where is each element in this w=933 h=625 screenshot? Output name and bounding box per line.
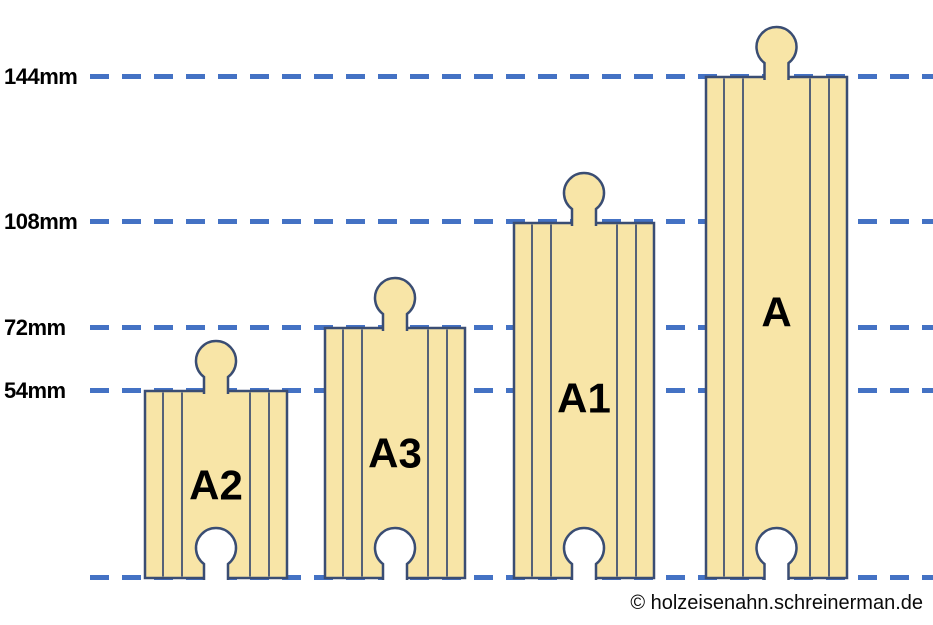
track-a2: A2: [143, 339, 289, 580]
track-label: A2: [189, 462, 243, 509]
track-label: A: [761, 289, 791, 336]
keyhole-connector: [373, 526, 417, 580]
ruler-label-144mm: 144mm: [4, 64, 78, 89]
track-a1: A1: [512, 171, 656, 580]
gridline-72mm: [90, 324, 933, 330]
ruler-label-54mm: 54mm: [4, 378, 66, 403]
keyhole-connector: [755, 526, 798, 580]
gridline-baseline: [90, 574, 933, 580]
copyright-text: © holzeisenahn.schreinerman.de: [630, 592, 923, 614]
peg-connector: [194, 339, 238, 394]
gridline-54mm: [90, 387, 933, 393]
track-label: A1: [557, 375, 611, 422]
gridline-108mm: [90, 218, 933, 224]
ruler-label-108mm: 108mm: [4, 209, 78, 234]
track-body: [512, 221, 656, 580]
track-label: A3: [368, 430, 422, 477]
ruler-label-72mm: 72mm: [4, 315, 66, 340]
track-a: A: [704, 25, 849, 580]
gridline-144mm: [90, 73, 933, 79]
keyhole-connector: [194, 526, 238, 580]
peg-connector: [373, 276, 417, 331]
peg-connector: [755, 25, 798, 80]
keyhole-connector: [562, 526, 606, 580]
peg-connector: [562, 171, 606, 226]
track-a3: A3: [323, 276, 467, 580]
